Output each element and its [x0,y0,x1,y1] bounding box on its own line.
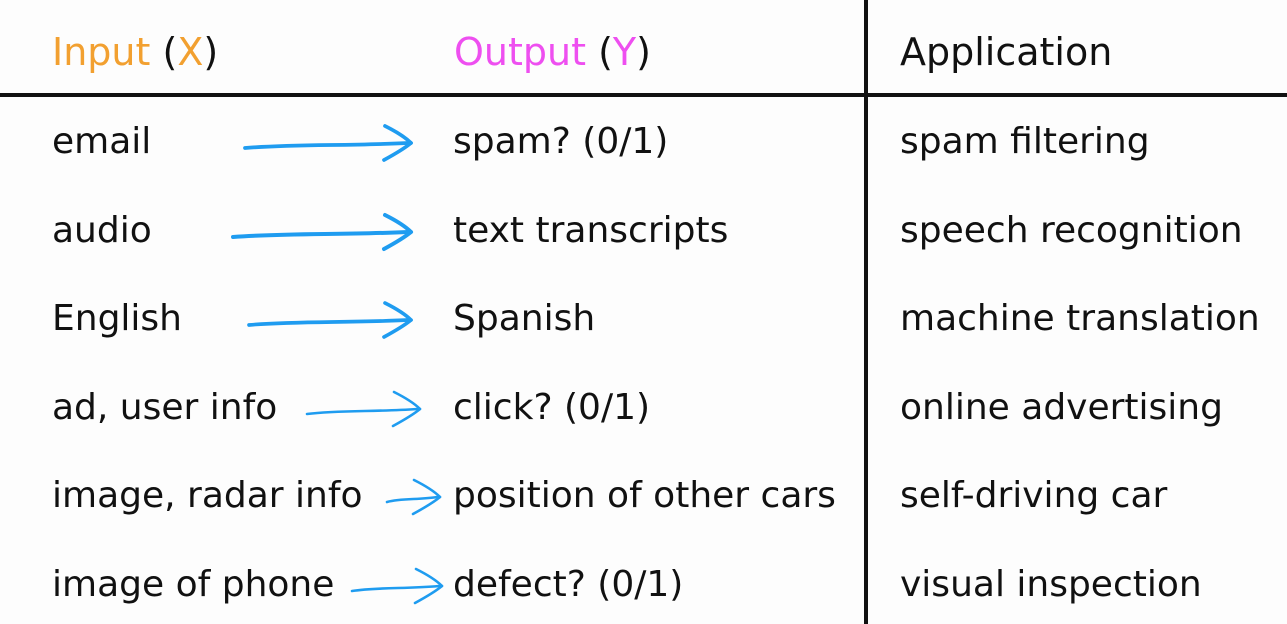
cell-application: spam filtering [900,121,1150,162]
table-row: audio text transcripts speech recognition [0,201,1287,261]
maps-to-arrow-icon [247,299,413,341]
maps-to-arrow-icon [385,476,442,518]
column-header-input: Input (X) [52,27,218,77]
column-header-application: Application [900,27,1112,77]
cell-input: image of phone [52,564,335,605]
column-header-output-paren-close: ) [636,30,651,74]
cell-application: speech recognition [900,209,1243,251]
cell-input: email [52,121,152,162]
header-divider-rule [0,93,1287,97]
cell-output: position of other cars [453,475,836,517]
column-header-input-paren-open: ( [162,30,178,74]
column-header-output: Output (Y) [454,27,651,77]
column-header-output-symbol: Y [612,30,637,74]
table-row: English Spanish machine translation [0,289,1287,349]
cell-application: machine translation [900,298,1260,340]
column-header-input-symbol: X [177,30,204,74]
maps-to-arrow-icon [350,565,444,607]
table-row: image of phone defect? (0/1) visual inspec… [0,555,1287,615]
maps-to-arrow-icon [243,122,413,164]
application-column-divider-rule [864,0,868,624]
cell-application: online advertising [900,386,1223,428]
cell-input: image, radar info [52,475,363,517]
column-header-application-word: Application [900,30,1113,74]
cell-input: audio [52,209,152,251]
cell-input: English [52,298,182,340]
cell-application: visual inspection [900,564,1202,605]
column-header-input-word: Input [52,30,151,74]
cell-output: spam? (0/1) [453,121,669,162]
cell-input: ad, user info [52,386,278,428]
cell-output: Spanish [453,298,596,340]
cell-output: click? (0/1) [453,386,651,428]
table-row: image, radar info position of other cars s… [0,466,1287,526]
table-row: ad, user info click? (0/1) online advertis… [0,378,1287,438]
cell-output: text transcripts [453,209,729,251]
maps-to-arrow-icon [231,211,413,253]
maps-to-arrow-icon [305,388,422,430]
column-header-output-paren-open: ( [598,30,613,74]
table-row: email spam? (0/1) spam filtering [0,112,1287,172]
cell-output: defect? (0/1) [453,564,684,605]
cell-application: self-driving car [900,475,1168,517]
column-header-input-paren-close: ) [203,30,219,74]
column-header-output-word: Output [454,30,586,74]
